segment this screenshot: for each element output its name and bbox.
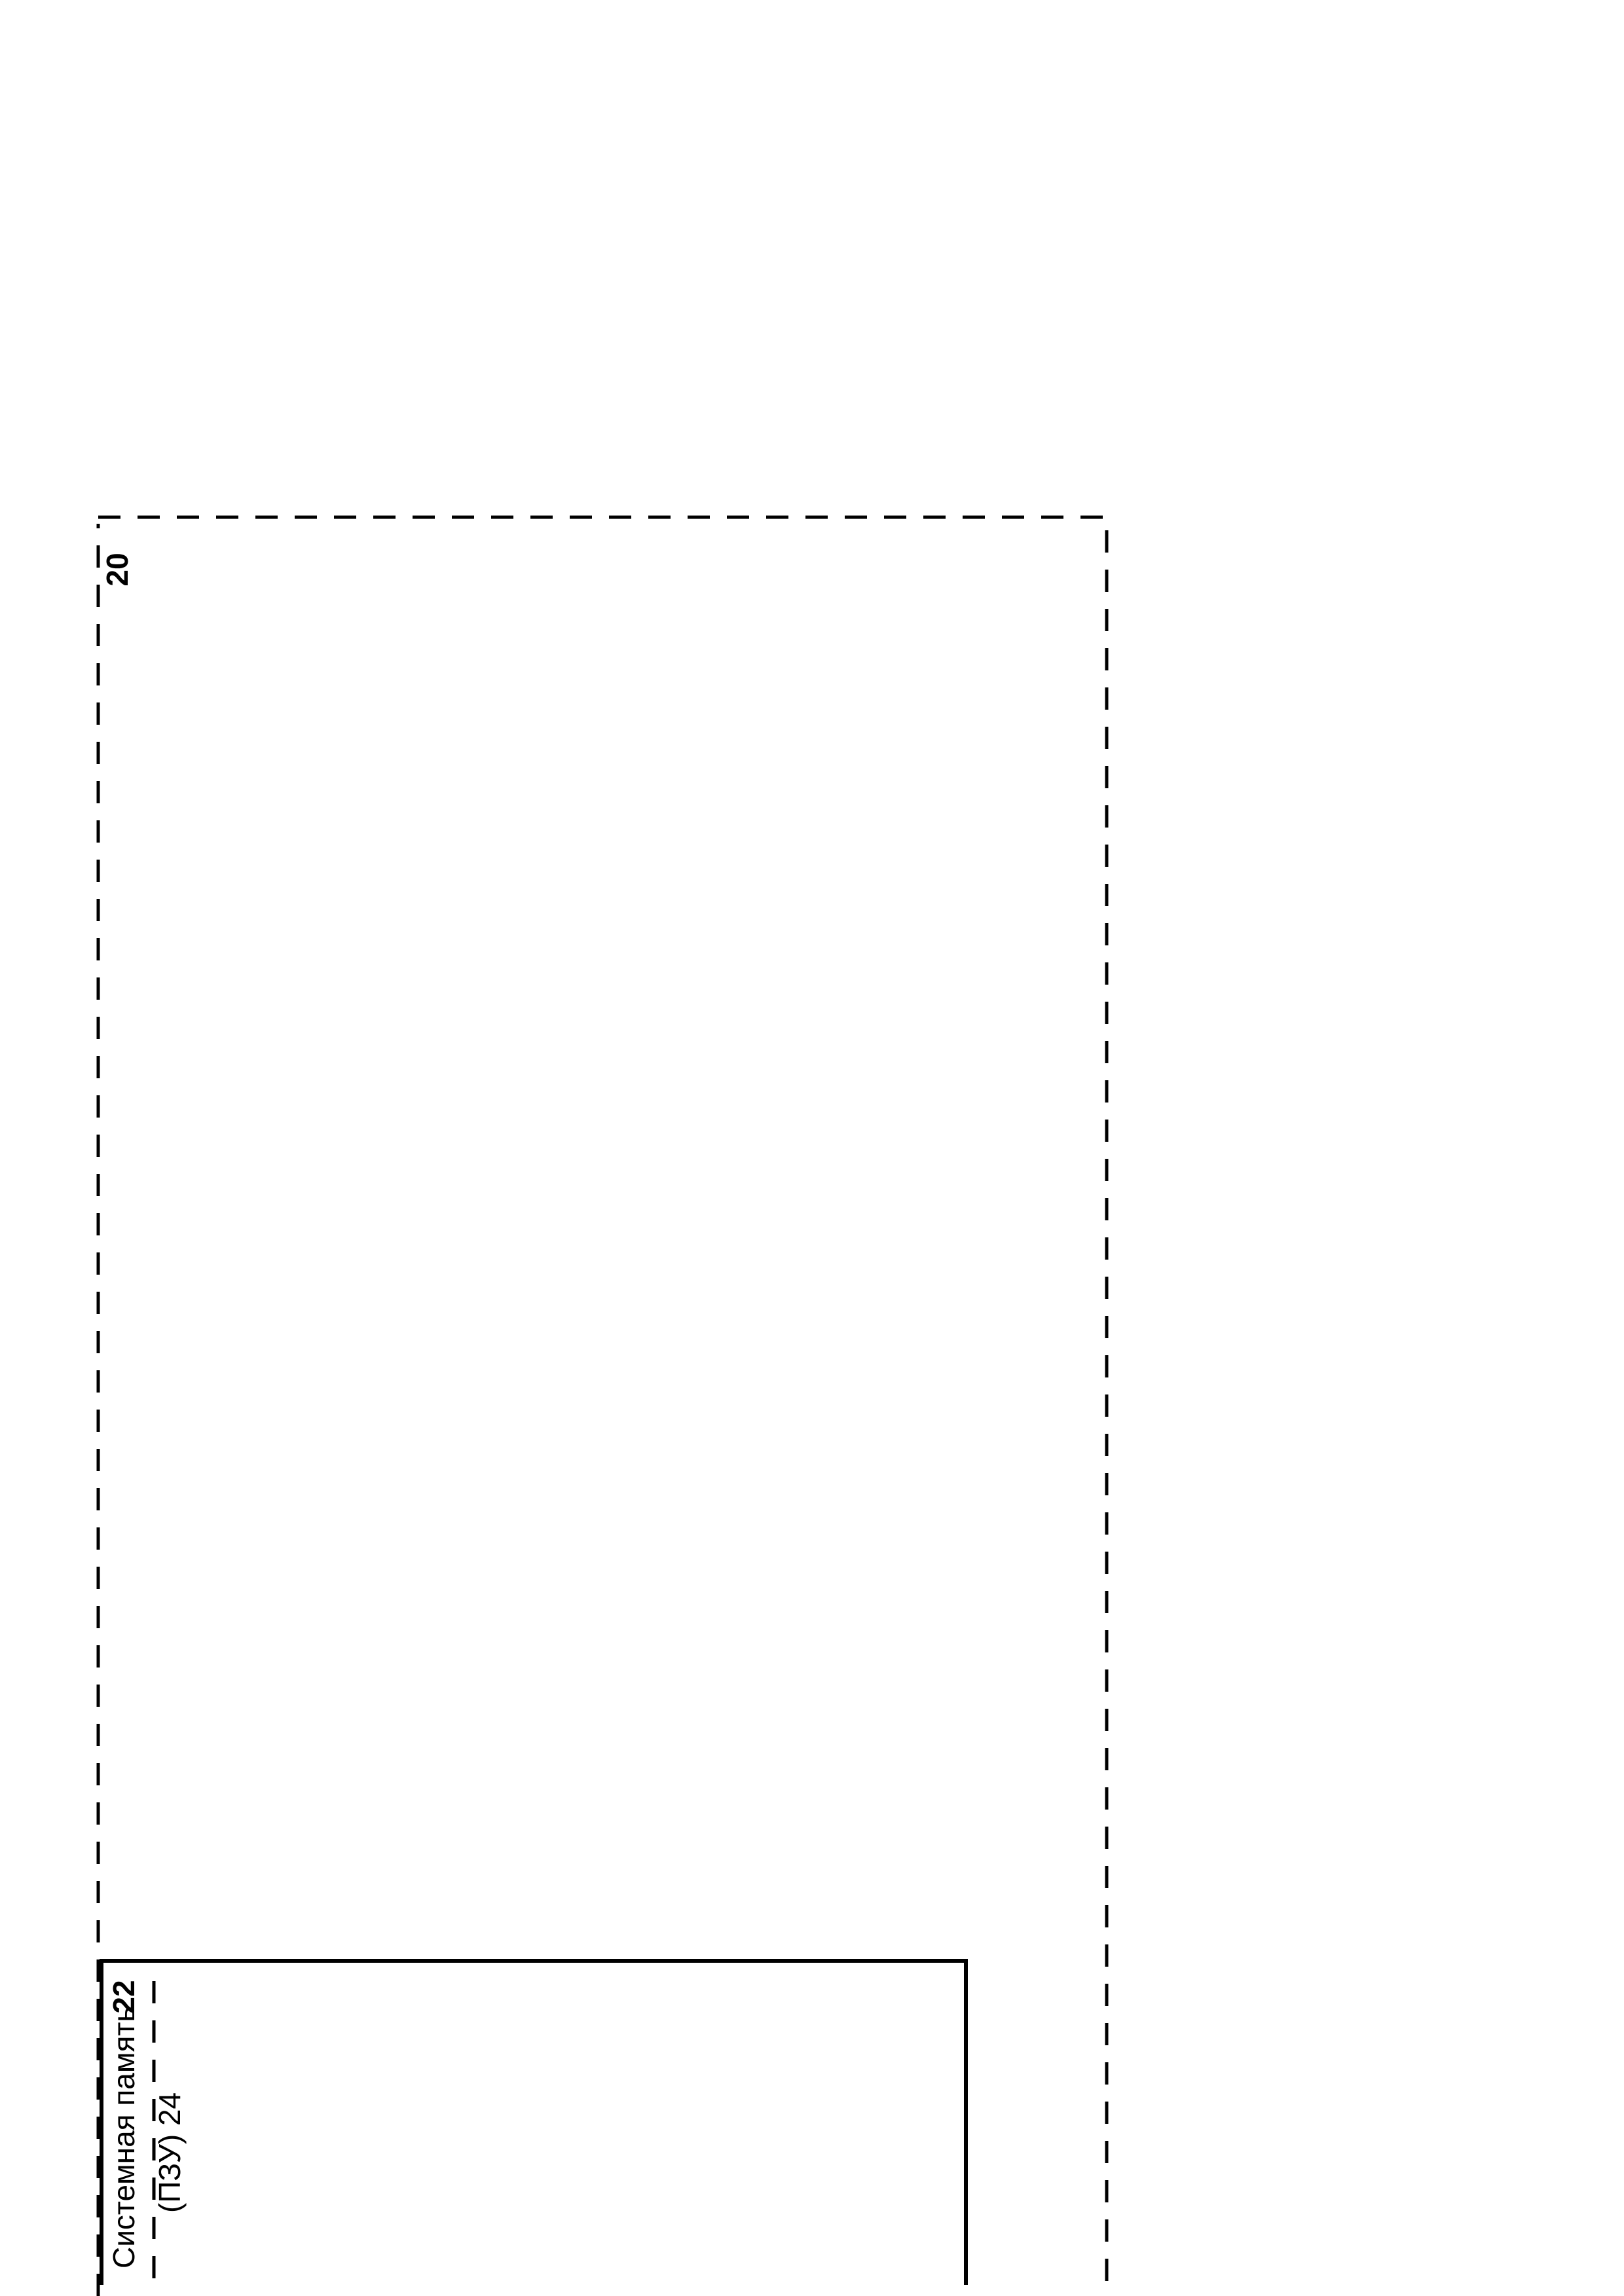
system-memory-ref: 22 (107, 1980, 141, 2013)
system-memory-frame (101, 1961, 966, 2285)
computer-ref: 20 (100, 553, 134, 586)
system-memory-block: Системная память 22 (ПЗУ) 24 (101, 1961, 966, 2285)
rom-label: (ПЗУ) 24 (153, 2092, 187, 2213)
system-memory-title: Системная память (107, 2007, 141, 2269)
